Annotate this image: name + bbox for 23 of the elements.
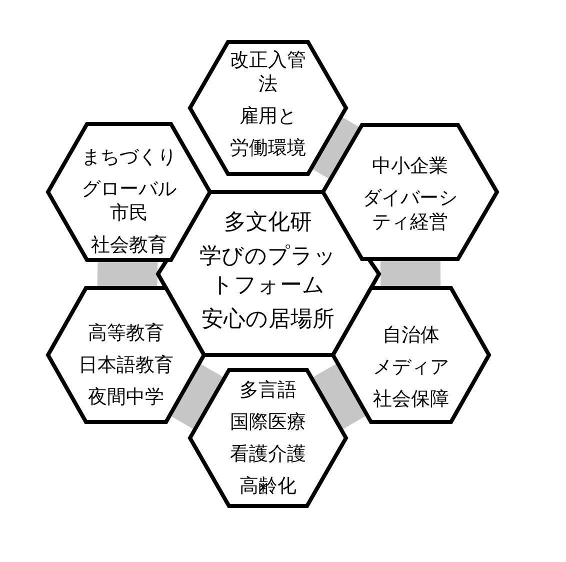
node-label: 中小企業 bbox=[372, 154, 448, 178]
node-label: 看護介護 bbox=[230, 442, 306, 466]
node-label: 労働環境 bbox=[230, 136, 306, 160]
node-label: 高齢化 bbox=[240, 474, 296, 498]
node-label: 高等教育 bbox=[88, 321, 164, 345]
node-label: 多言語 bbox=[240, 378, 296, 402]
node-label: グローバル市民 bbox=[80, 177, 178, 225]
node-label: 自治体 bbox=[382, 323, 440, 347]
node-label: 社会保障 bbox=[373, 387, 449, 411]
node-label: 社会教育 bbox=[91, 233, 167, 257]
node-label: まちづくり bbox=[82, 145, 176, 169]
node-label: 国際医療 bbox=[230, 410, 306, 434]
node-label: 夜間中学 bbox=[88, 385, 164, 409]
node-label: 雇用と bbox=[240, 104, 296, 128]
node-label: メディア bbox=[373, 355, 449, 379]
node-label: 日本語教育 bbox=[78, 353, 174, 377]
node-label: 安心の居場所 bbox=[202, 306, 334, 334]
node-label: ダイバーシティ経営 bbox=[362, 186, 458, 234]
hexagon bbox=[187, 367, 349, 509]
node-label: 改正入管法 bbox=[229, 48, 307, 96]
node-label: 学びのプラットフォーム bbox=[198, 243, 338, 300]
hexagon bbox=[187, 39, 349, 177]
node-label: 多文化研 bbox=[224, 209, 312, 237]
